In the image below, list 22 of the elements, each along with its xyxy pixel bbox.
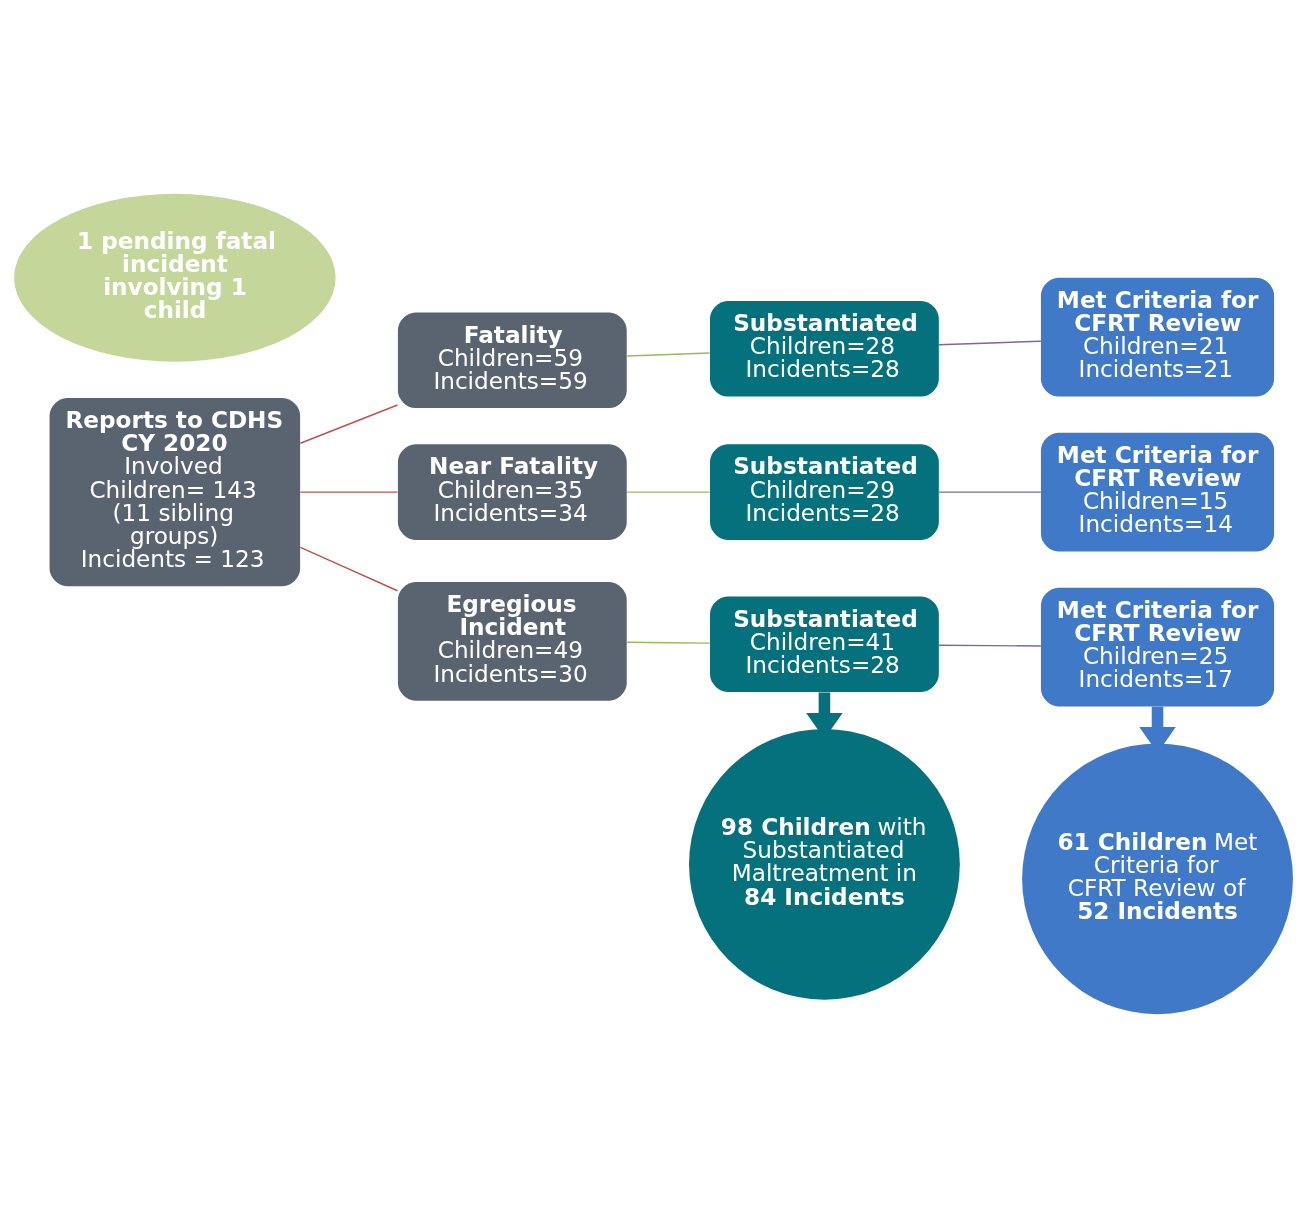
connector — [938, 643, 1042, 647]
node-box: Fatality Children=59 Incidents=59 — [397, 312, 627, 408]
node-box: Met Criteria for CFRT Review Children=15 Incidents=14 — [1040, 432, 1275, 551]
node-circle: 61 Children Met Criteria for CFRT Review of 52 Incidents — [1022, 742, 1293, 1014]
connector — [299, 403, 399, 444]
connector — [626, 641, 711, 644]
node-circle: 98 Children with Substantiated Maltreatment in 84 Incidents — [689, 728, 960, 1000]
connector — [626, 351, 711, 357]
node-box: Reports to CDHS CY 2020 Involved Children= 143 (11 sibling groups) Incidents = 123 — [49, 397, 301, 586]
connector — [938, 490, 1042, 493]
node-box: Egregious Incident Children=49 Incidents=30 — [397, 581, 627, 701]
connector — [299, 490, 399, 493]
node-box: Substantiated Children=29 Incidents=28 — [710, 443, 939, 540]
node-box: Met Criteria for CFRT Review Children=21 Incidents=21 — [1040, 277, 1275, 396]
connector — [299, 546, 399, 591]
connector — [938, 339, 1042, 345]
node-box: Met Criteria for CFRT Review Children=25 Incidents=17 — [1040, 587, 1275, 706]
node-box: Substantiated Children=28 Incidents=28 — [710, 300, 939, 396]
node-box: Near Fatality Children=35 Incidents=34 — [397, 443, 627, 540]
node-box: Substantiated Children=41 Incidents=28 — [710, 595, 939, 692]
node-ellipse: 1 pending fatal incident involving 1 child — [14, 193, 336, 362]
connector — [626, 490, 711, 493]
